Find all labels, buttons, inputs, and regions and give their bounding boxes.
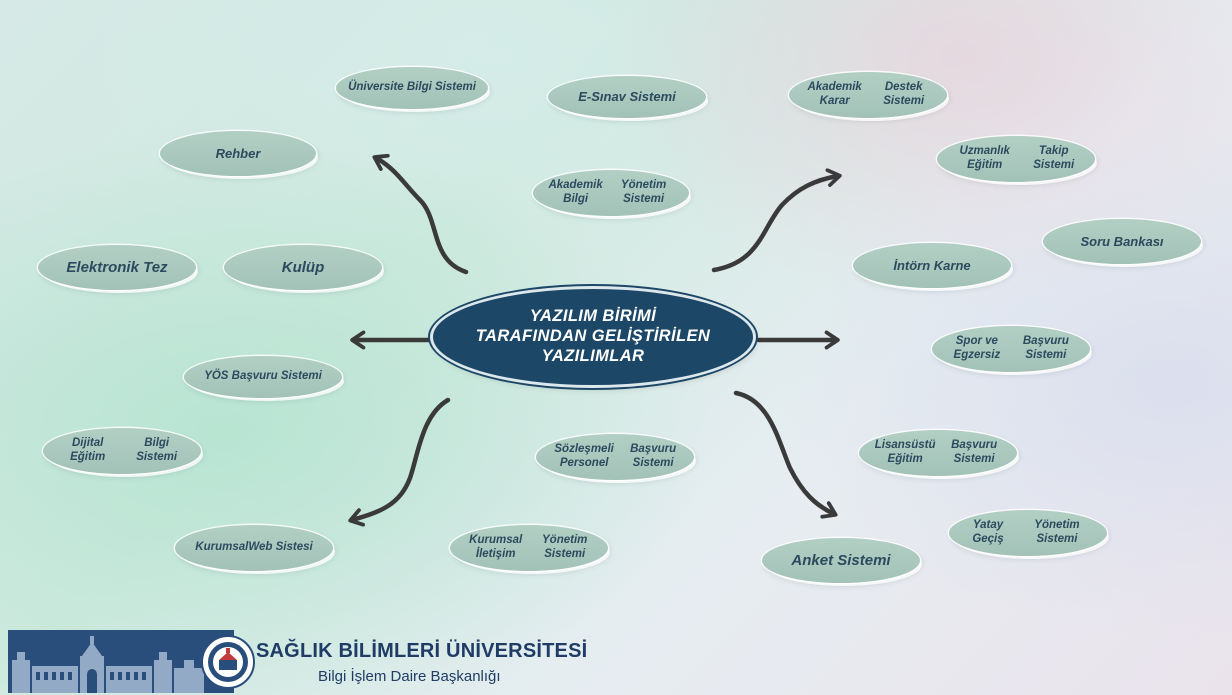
node-lisansustu-egitim: Lisansüstü Eğitim Başvuru Sistemi bbox=[859, 430, 1017, 476]
node-uzmanlik-egitim-takip: Uzmanlık Eğitim Takip Sistemi bbox=[937, 136, 1095, 182]
arrow-up-left bbox=[372, 153, 469, 275]
node-sozlesmeli-personel: Sözleşmeli Personel Başvuru Sistemi bbox=[536, 434, 694, 480]
node-rehber: Rehber bbox=[160, 131, 316, 176]
node-e-sinav-sistemi: E-Sınav Sistemi bbox=[548, 76, 706, 118]
center-title-line-2: TARAFINDAN GELİŞTİRİLEN bbox=[475, 327, 711, 346]
node-yatay-gecis: Yatay Geçiş Yönetim Sistemi bbox=[949, 510, 1107, 556]
node-kurumsal-iletisim: Kurumsal İletişim Yönetim Sistemi bbox=[450, 525, 608, 571]
center-title: YAZILIM BİRİMİ TARAFINDAN GELİŞTİRİLEN Y… bbox=[433, 289, 753, 385]
campus-illustration bbox=[8, 630, 234, 693]
arrow-down-left bbox=[348, 397, 451, 527]
node-universite-bilgi-sistemi: Üniversite Bilgi Sistemi bbox=[336, 67, 488, 109]
university-name: SAĞLIK BİLİMLERİ ÜNİVERSİTESİ bbox=[256, 640, 588, 662]
node-kulup: Kulüp bbox=[224, 245, 382, 290]
node-spor-ve-egzersiz: Spor ve Egzersiz Başvuru Sistemi bbox=[932, 326, 1090, 372]
node-yos-basvuru-sistemi: YÖS Başvuru Sistemi bbox=[184, 356, 342, 398]
center-title-line-1: YAZILIM BİRİMİ bbox=[529, 307, 657, 326]
department-name: Bilgi İşlem Daire Başkanlığı bbox=[318, 668, 501, 685]
university-seal-icon bbox=[200, 634, 256, 690]
arrow-up-right bbox=[711, 168, 842, 273]
node-elektronik-tez: Elektronik Tez bbox=[38, 245, 196, 290]
node-akademik-bilgi-yonetim: Akademik Bilgi Yönetim Sistemi bbox=[533, 170, 689, 216]
node-kurumsal-web-sistesi: Kurumsal Web Sistesi bbox=[175, 525, 333, 571]
node-anket-sistemi: Anket Sistemi bbox=[762, 538, 920, 583]
node-dijital-egitim-bilgi: Dijital Eğitim Bilgi Sistemi bbox=[43, 428, 201, 474]
arrow-down-right bbox=[733, 390, 838, 519]
footer: SAĞLIK BİLİMLERİ ÜNİVERSİTESİ Bilgi İşle… bbox=[0, 630, 1232, 695]
node-soru-bankasi: Soru Bankası bbox=[1043, 219, 1201, 264]
building-skyline-icon bbox=[8, 630, 234, 693]
node-akademik-karar-destek: Akademik Karar Destek Sistemi bbox=[789, 72, 947, 118]
center-title-line-3: YAZILIMLAR bbox=[541, 346, 645, 365]
node-intorn-karne: İntörn Karne bbox=[853, 243, 1011, 288]
